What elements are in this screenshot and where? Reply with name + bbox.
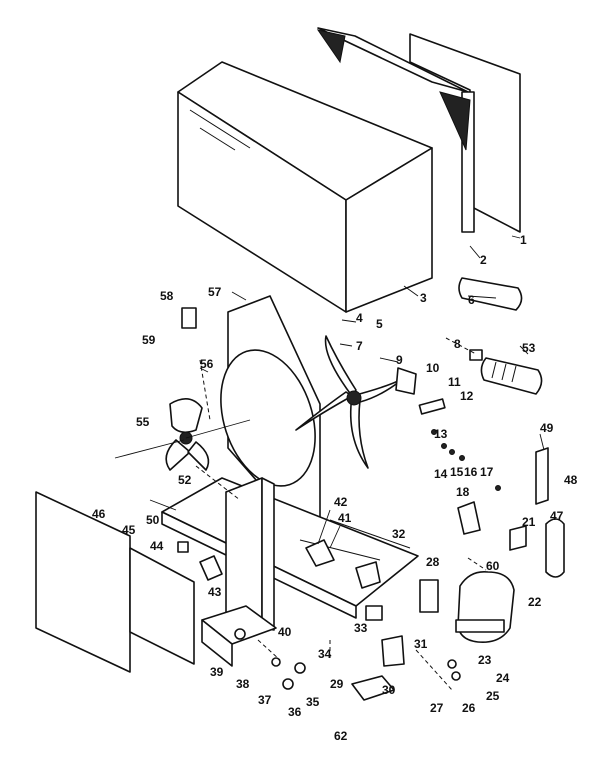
callout-label: 35 xyxy=(306,695,320,709)
callout-label: 23 xyxy=(478,653,492,667)
fan-shroud xyxy=(220,295,321,531)
callout-label: 4 xyxy=(356,311,363,325)
callout-label: 18 xyxy=(456,485,470,499)
callout-label: 42 xyxy=(334,495,348,509)
callout-label: 14 xyxy=(434,467,448,481)
callout-label: 25 xyxy=(486,689,500,703)
callout-label: 44 xyxy=(150,539,164,553)
fan-blade xyxy=(295,335,446,469)
callout-label: 50 xyxy=(146,513,160,527)
callout-label: 56 xyxy=(200,357,214,371)
callout-label: 53 xyxy=(522,341,536,355)
callout-label: 16 xyxy=(464,465,478,479)
callout-label: 62 xyxy=(334,729,348,743)
callout-label: 60 xyxy=(486,559,500,573)
callout-label: 32 xyxy=(392,527,406,541)
callout-label: 43 xyxy=(208,585,222,599)
callout-label: 55 xyxy=(136,415,150,429)
callout-label: 30 xyxy=(382,683,396,697)
callout-label: 41 xyxy=(338,511,352,525)
callout-label: 29 xyxy=(330,677,344,691)
callout-label: 34 xyxy=(318,647,332,661)
callout-label: 21 xyxy=(522,515,536,529)
assembly-lines xyxy=(195,337,487,691)
callout-label: 48 xyxy=(564,473,578,487)
callout-label: 5 xyxy=(376,317,383,331)
callout-label: 28 xyxy=(426,555,440,569)
callout-label: 59 xyxy=(142,333,156,347)
compressor xyxy=(455,570,515,644)
callout-label: 33 xyxy=(354,621,368,635)
leader-lines xyxy=(149,235,545,549)
callout-label: 6 xyxy=(468,293,475,307)
callout-label: 11 xyxy=(448,375,461,389)
blower-wheel xyxy=(114,398,251,471)
callout-label: 58 xyxy=(160,289,174,303)
callout-label: 7 xyxy=(356,339,363,353)
callout-label: 15 xyxy=(450,465,464,479)
small-parts xyxy=(177,307,527,701)
callout-label: 1 xyxy=(520,233,527,247)
callout-label: 47 xyxy=(550,509,564,523)
callout-label: 39 xyxy=(210,665,224,679)
callout-label: 36 xyxy=(288,705,302,719)
callout-label: 24 xyxy=(496,671,510,685)
callout-labels: 1 2 3 5 6 4 7 9 10 8 53 11 12 13 14 15 1… xyxy=(92,233,578,743)
callout-label: 8 xyxy=(454,337,461,351)
tube-part-6 xyxy=(458,277,523,311)
accumulator-47 xyxy=(545,518,565,578)
callout-label: 10 xyxy=(426,361,440,375)
callout-label: 22 xyxy=(528,595,542,609)
callout-label: 37 xyxy=(258,693,272,707)
rear-panel xyxy=(316,27,521,233)
callout-label: 27 xyxy=(430,701,444,715)
callout-label: 49 xyxy=(540,421,554,435)
callout-label: 31 xyxy=(414,637,428,651)
callout-label: 38 xyxy=(236,677,250,691)
callout-label: 12 xyxy=(460,389,474,403)
callout-label: 3 xyxy=(420,291,427,305)
tube-part-53 xyxy=(469,349,543,395)
callout-label: 17 xyxy=(480,465,494,479)
partition-column xyxy=(225,477,275,643)
callout-label: 52 xyxy=(178,473,192,487)
callout-label: 2 xyxy=(480,253,487,267)
control-box xyxy=(201,605,277,667)
filter-49 xyxy=(535,447,549,505)
callout-label: 9 xyxy=(396,353,403,367)
callout-label: 45 xyxy=(122,523,136,537)
callout-label: 57 xyxy=(208,285,222,299)
callout-label: 46 xyxy=(92,507,106,521)
callout-label: 40 xyxy=(278,625,292,639)
cabinet-shell xyxy=(177,61,433,313)
callout-label: 13 xyxy=(434,427,448,441)
callout-label: 26 xyxy=(462,701,476,715)
front-grille xyxy=(35,491,195,673)
